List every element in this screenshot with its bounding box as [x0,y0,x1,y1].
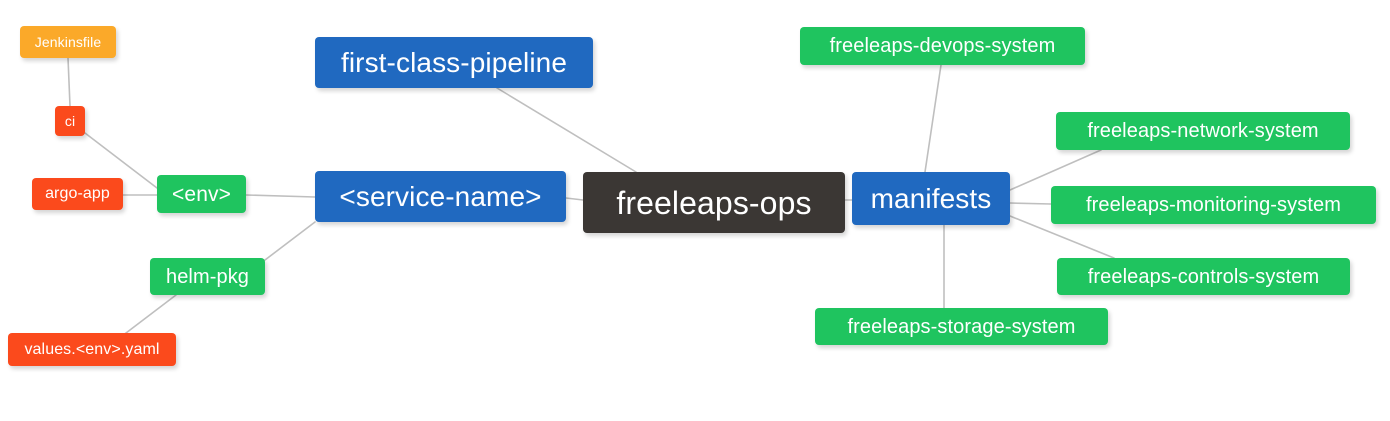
node-freeleaps-controls-system[interactable]: freeleaps-controls-system [1057,258,1350,295]
node-label: freeleaps-devops-system [829,35,1056,57]
node-label: freeleaps-network-system [1087,120,1319,142]
node-label: freeleaps-storage-system [847,315,1076,338]
edge-service-name-to-freeleaps-ops [565,197,584,201]
node-label: first-class-pipeline [340,46,568,78]
edge-manifests-to-freeleaps-monitoring-system [1009,202,1052,205]
node-label: Jenkinsfile [34,34,102,50]
node-label: manifests [870,182,992,214]
node-argo-app[interactable]: argo-app [32,178,123,210]
node-values-env-yaml[interactable]: values.<env>.yaml [8,333,176,366]
node-label: <env> [172,182,231,206]
node-freeleaps-network-system[interactable]: freeleaps-network-system [1056,112,1350,150]
edge-jenkinsfile-to-ci [67,57,71,107]
node-label: freeleaps-monitoring-system [1085,194,1341,216]
edge-first-class-pipeline-to-freeleaps-ops [496,87,637,173]
node-env[interactable]: <env> [157,175,246,213]
node-ci[interactable]: ci [55,106,85,136]
node-jenkinsfile[interactable]: Jenkinsfile [20,26,116,58]
node-label: freeleaps-ops [616,184,812,221]
node-label: freeleaps-controls-system [1087,265,1320,288]
edge-helm-pkg-to-values-env-yaml [121,294,177,337]
edge-service-name-to-helm-pkg [264,221,316,261]
edge-env-to-service-name [245,194,316,198]
edge-manifests-to-freeleaps-network-system [1009,149,1102,191]
node-label: helm-pkg [165,265,250,288]
node-freeleaps-devops-system[interactable]: freeleaps-devops-system [800,27,1085,65]
node-service-name[interactable]: <service-name> [315,171,566,222]
node-label: values.<env>.yaml [24,340,160,358]
node-label: <service-name> [339,180,542,212]
edge-manifests-to-freeleaps-devops-system [924,64,942,173]
node-freeleaps-storage-system[interactable]: freeleaps-storage-system [815,308,1108,345]
node-label: ci [64,113,76,129]
node-helm-pkg[interactable]: helm-pkg [150,258,265,295]
node-freeleaps-monitoring-system[interactable]: freeleaps-monitoring-system [1051,186,1376,224]
node-label: argo-app [45,185,110,202]
node-first-class-pipeline[interactable]: first-class-pipeline [315,37,593,88]
node-manifests[interactable]: manifests [852,172,1010,225]
node-freeleaps-ops[interactable]: freeleaps-ops [583,172,845,233]
